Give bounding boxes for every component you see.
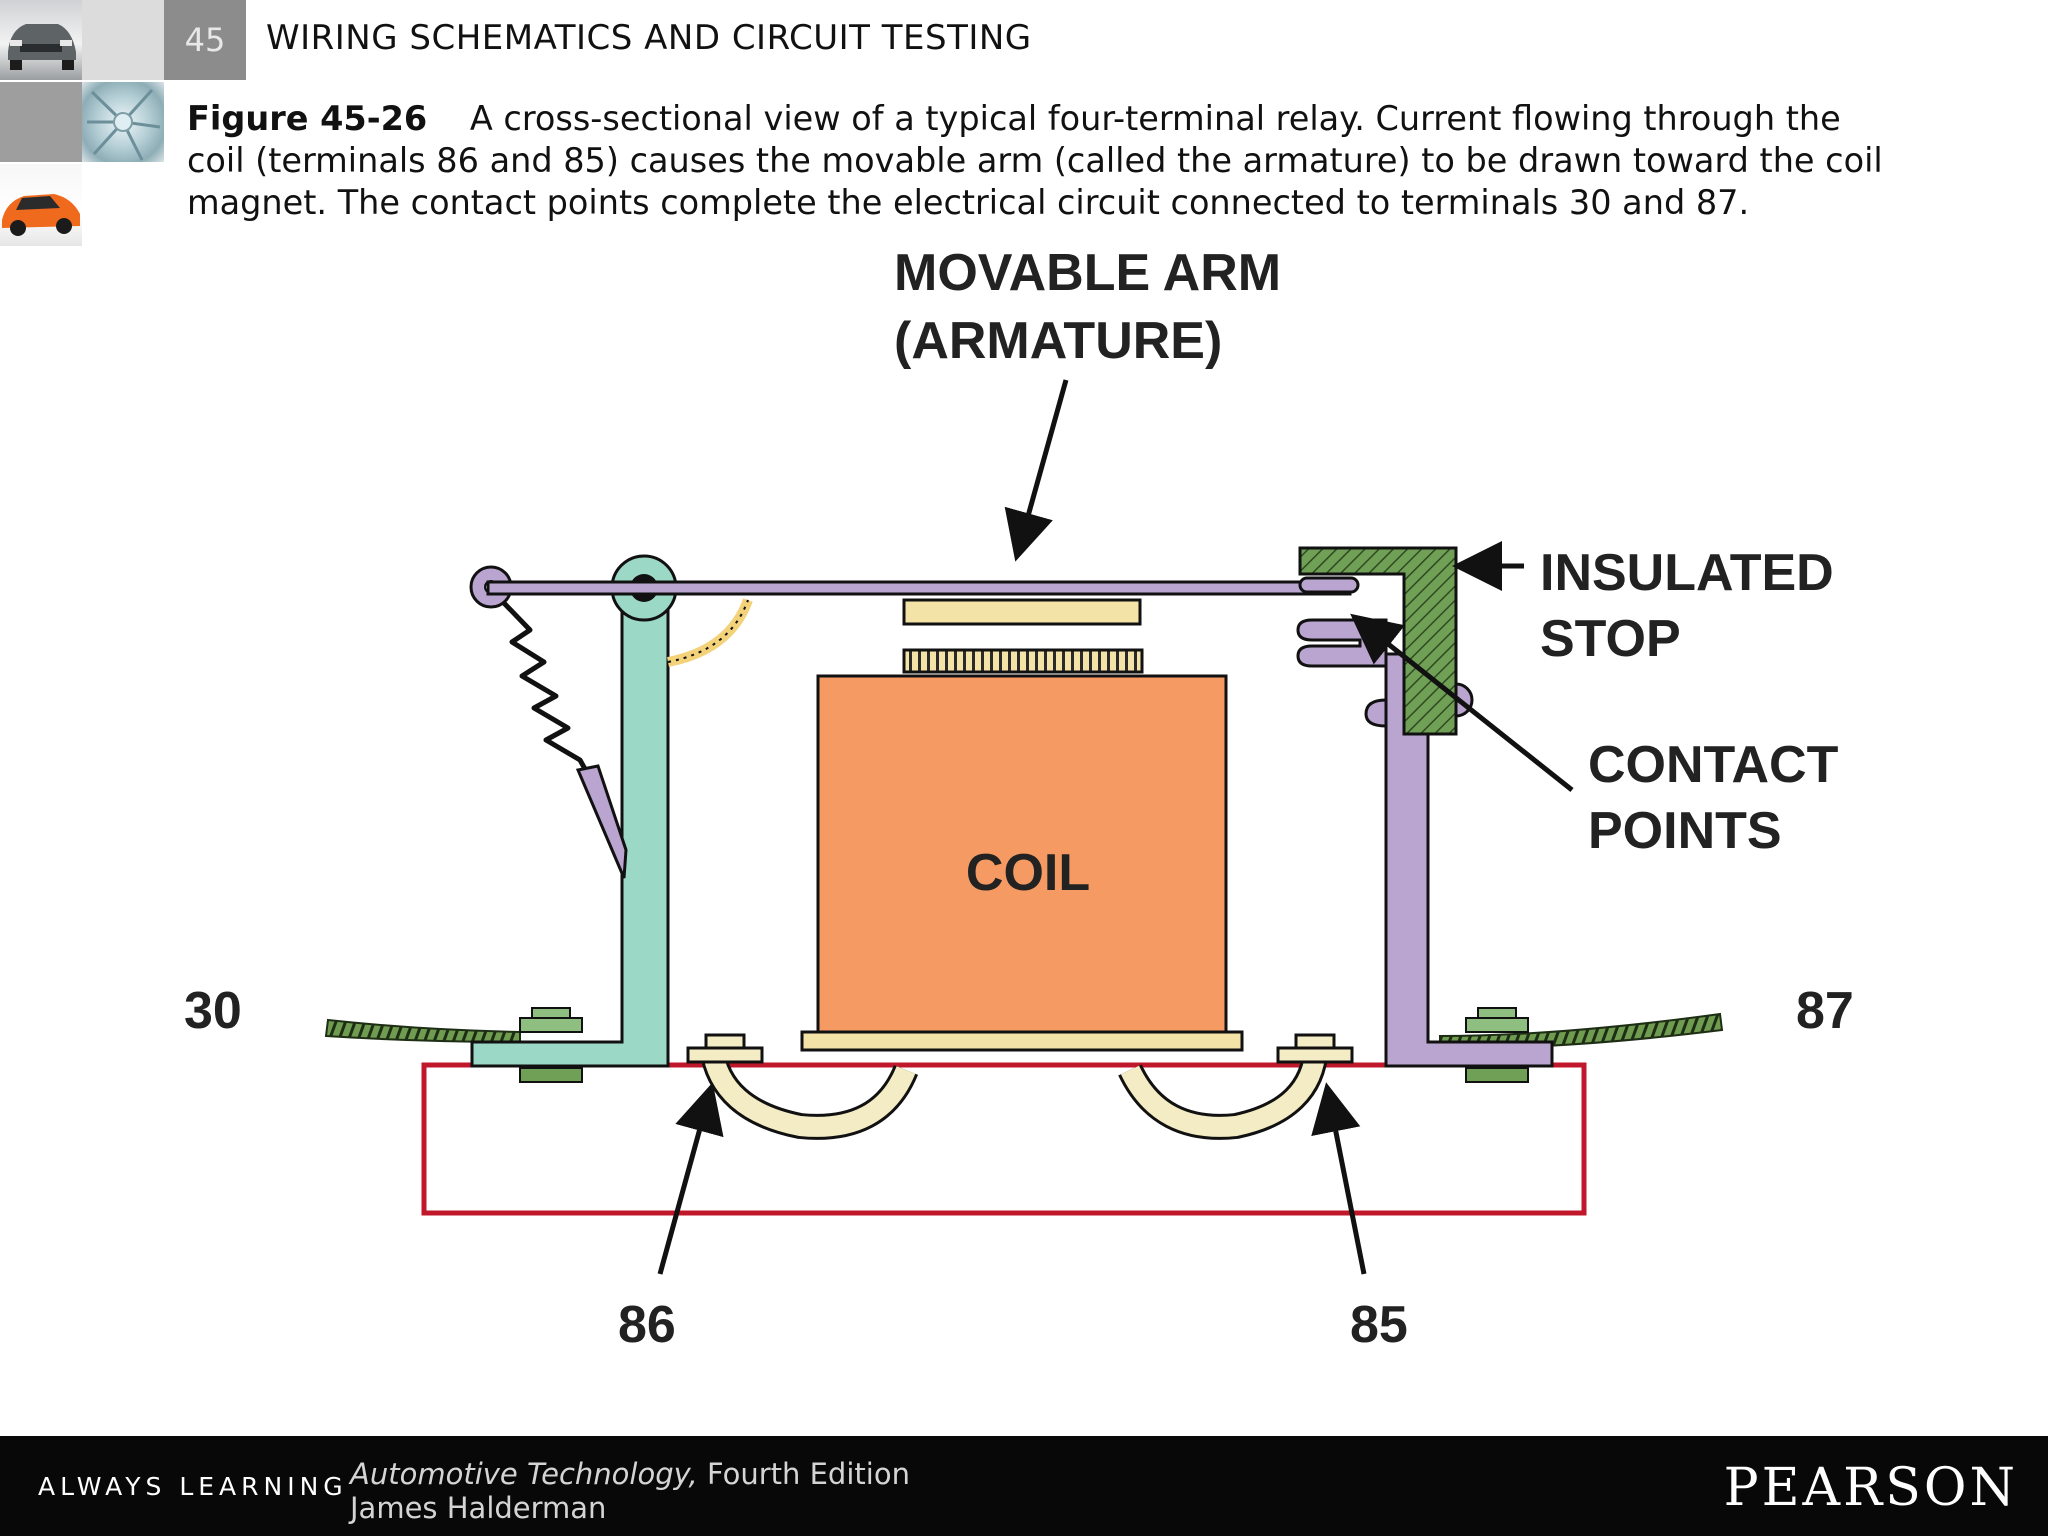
figure-label: Figure 45-26 bbox=[187, 99, 428, 138]
book-author: James Halderman bbox=[350, 1491, 607, 1525]
terminal-85-clip bbox=[1118, 1033, 1354, 1140]
terminal-30-label: 30 bbox=[184, 982, 242, 1040]
terminal-30-wire bbox=[324, 1018, 521, 1044]
terminal-87-label: 87 bbox=[1796, 982, 1854, 1040]
terminal-86-label: 86 bbox=[618, 1296, 676, 1354]
wheel-thumbnail-image bbox=[82, 82, 164, 162]
stationary-contact-points bbox=[1296, 618, 1388, 668]
book-title: Automotive Technology, bbox=[350, 1457, 698, 1491]
grey-tile-image bbox=[0, 82, 82, 162]
terminal-86-arrow bbox=[657, 1082, 724, 1275]
pivot-stop-arc bbox=[667, 598, 753, 667]
publisher-logo: PEARSON bbox=[1723, 1458, 2018, 1518]
terminal-30-bolt bbox=[519, 1007, 583, 1083]
armature-arrow bbox=[1004, 379, 1069, 562]
figure-caption: Figure 45-26 A cross-sectional view of a… bbox=[187, 98, 1907, 224]
terminal-85-label: 85 bbox=[1350, 1296, 1408, 1354]
coil-base-plate bbox=[800, 1030, 1244, 1052]
armature-pad bbox=[902, 598, 1142, 626]
terminal-87-bolt bbox=[1465, 1007, 1529, 1083]
armature-label-line1: MOVABLE ARM bbox=[894, 244, 1281, 302]
insulated-stop-label-line2: STOP bbox=[1540, 610, 1681, 668]
contact-points-arrow bbox=[1350, 613, 1574, 792]
book-edition: Fourth Edition bbox=[697, 1457, 910, 1491]
chapter-number-badge: 45 bbox=[164, 0, 246, 80]
chapter-number: 45 bbox=[184, 21, 226, 59]
terminal-86-clip bbox=[686, 1033, 919, 1140]
armature-label-line2: (ARMATURE) bbox=[894, 312, 1222, 370]
coil-label: COIL bbox=[966, 844, 1090, 902]
movable-arm bbox=[486, 580, 1352, 596]
chapter-title: WIRING SCHEMATICS AND CIRCUIT TESTING bbox=[266, 18, 1032, 58]
caption-text: A cross-sectional view of a typical four… bbox=[187, 99, 1883, 222]
footer-tagline: ALWAYS LEARNING bbox=[38, 1472, 348, 1501]
book-info: Automotive Technology, Fourth Edition Ja… bbox=[350, 1457, 910, 1525]
coil-pole-teeth bbox=[902, 648, 1144, 674]
car-thumbnail-image bbox=[0, 0, 82, 80]
footer-bar: ALWAYS LEARNING Automotive Technology, F… bbox=[0, 1436, 2048, 1536]
terminal-85-arrow bbox=[1311, 1082, 1367, 1275]
coil-body bbox=[816, 674, 1228, 1034]
sports-car-thumbnail-image bbox=[0, 164, 82, 246]
contact-points-label-line1: CONTACT bbox=[1588, 736, 1839, 794]
header-grey-block-lower bbox=[82, 162, 164, 246]
relay-base-outline bbox=[421, 1062, 1587, 1216]
insulated-stop-label-line1: INSULATED bbox=[1540, 544, 1834, 602]
relay-cross-section-diagram: COIL MOVABLE ARM (ARMATURE) INSULATED ST… bbox=[184, 244, 1854, 1354]
armature-contact-plate bbox=[1298, 576, 1360, 594]
contact-points-label-line2: POINTS bbox=[1588, 802, 1782, 860]
header-grey-block bbox=[82, 0, 164, 80]
spring-tab bbox=[575, 764, 628, 879]
pivot-post bbox=[470, 574, 670, 1068]
return-spring bbox=[501, 600, 593, 780]
